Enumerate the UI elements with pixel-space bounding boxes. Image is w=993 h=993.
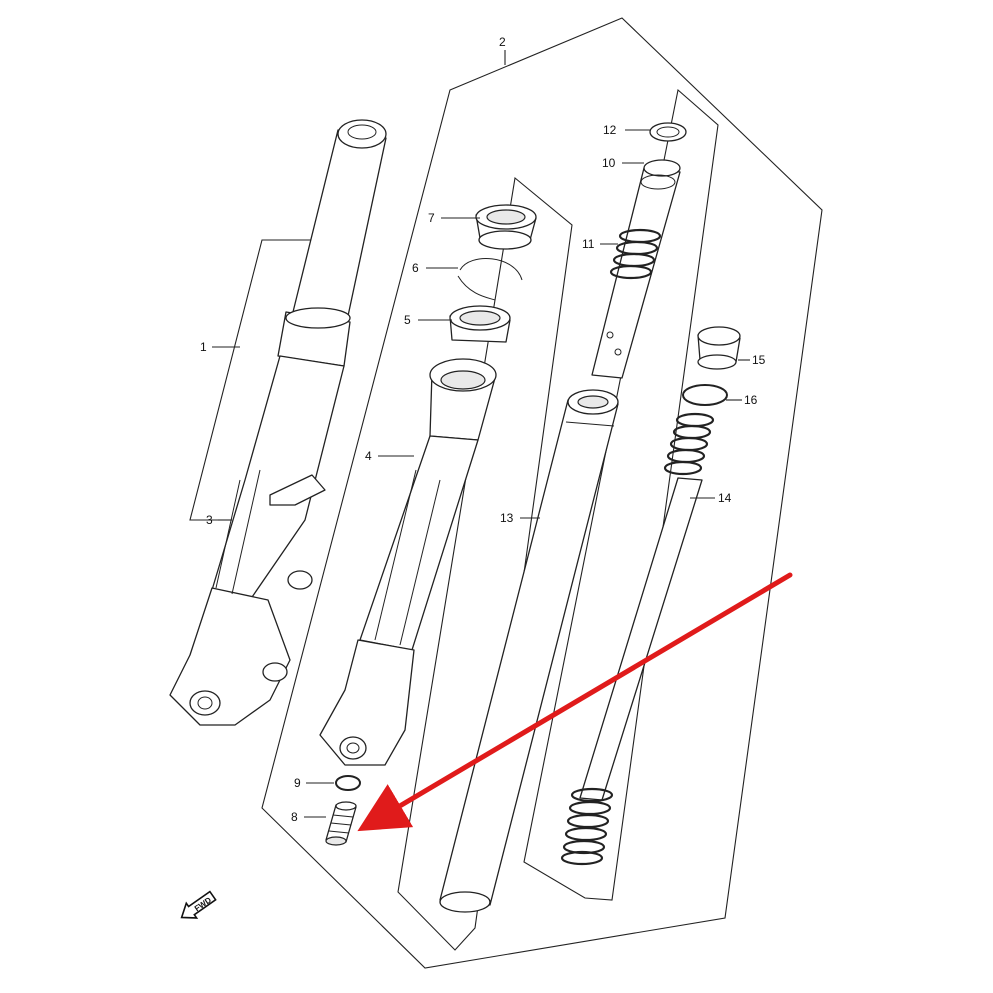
group-outline-2	[261, 17, 823, 969]
highlight-arrow	[357, 572, 793, 832]
forward-arrow-icon: FWD	[180, 890, 217, 919]
callout-3: 3	[206, 513, 213, 527]
leader-lines	[212, 50, 750, 818]
piston-ring-part-12	[649, 122, 687, 142]
callout-labels: 1 2 3 4 5 6 7 8 9 10 11 12 13 14 15 16	[200, 35, 766, 824]
inner-tube-part-13	[439, 389, 619, 913]
fork-spring-part-14	[560, 412, 715, 866]
callout-16: 16	[744, 393, 758, 407]
o-ring-part-16	[682, 384, 728, 406]
dust-seal-part-7	[475, 204, 537, 250]
bolt-part-8	[325, 801, 357, 846]
callout-11: 11	[582, 237, 595, 251]
callout-15: 15	[752, 353, 766, 367]
callout-6: 6	[412, 261, 419, 275]
group-outline-13	[397, 176, 573, 951]
callout-13: 13	[500, 511, 514, 525]
bracket-1-3	[189, 239, 312, 521]
cap-bolt-part-15	[697, 326, 741, 370]
callout-1: 1	[200, 340, 207, 354]
stopper-ring-part-6	[457, 258, 523, 301]
callout-4: 4	[365, 449, 372, 463]
rebound-spring-part-11	[609, 228, 662, 280]
callout-10: 10	[602, 156, 616, 170]
damper-rod-part-10	[591, 159, 681, 379]
group-outline-inner-rod	[523, 88, 719, 901]
lower-leg-part-4	[319, 358, 497, 766]
callout-8: 8	[291, 810, 298, 824]
callout-2: 2	[499, 35, 506, 49]
callout-12: 12	[603, 123, 617, 137]
outer-tube-assembly	[169, 119, 387, 726]
oil-seal-part-5	[449, 305, 511, 343]
callout-9: 9	[294, 776, 301, 790]
callout-7: 7	[428, 211, 435, 225]
callout-14: 14	[718, 491, 732, 505]
callout-5: 5	[404, 313, 411, 327]
gasket-part-9	[335, 775, 361, 791]
